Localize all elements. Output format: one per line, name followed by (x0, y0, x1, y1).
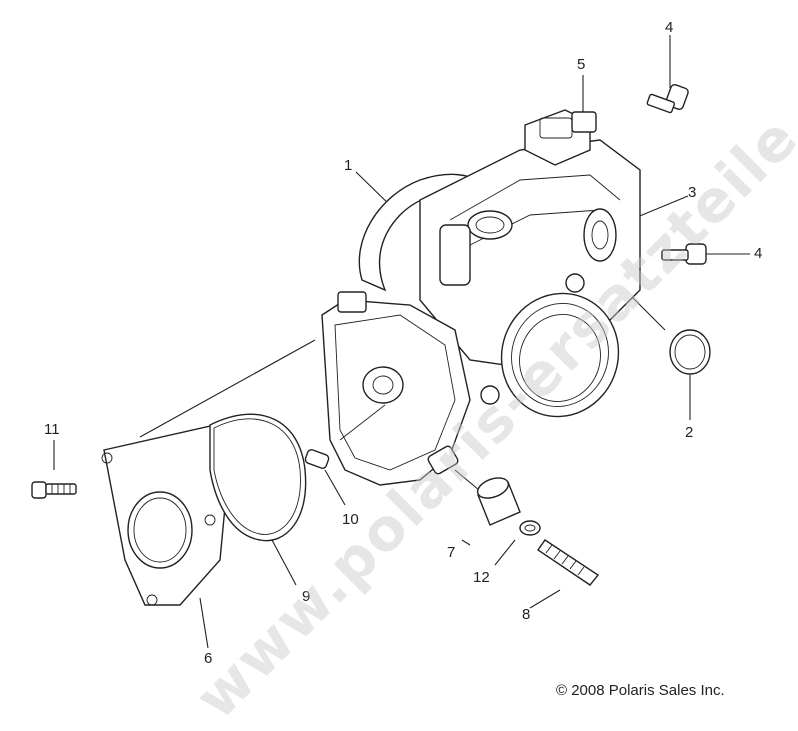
part-5-sensor (571, 111, 597, 133)
callout-8: 8 (522, 606, 531, 623)
callout-9: 9 (302, 588, 311, 605)
part-7-bushing (476, 477, 521, 526)
callout-6: 6 (204, 650, 213, 667)
intake-flange (480, 273, 620, 418)
callout-11: 11 (44, 421, 60, 438)
callout-7: 7 (447, 544, 456, 561)
callout-5: 5 (577, 56, 586, 73)
callout-2: 2 (685, 424, 694, 441)
callout-3: 3 (688, 184, 697, 201)
part-4-bolt-upper (646, 84, 689, 114)
part-10-dowel (304, 449, 330, 469)
callout-12: 12 (473, 569, 490, 586)
callout-1: 1 (344, 157, 353, 174)
part-12-washer (519, 520, 541, 536)
pump-housing (321, 291, 471, 486)
part-9-o-ring (209, 413, 307, 542)
part-11-bolt (31, 481, 77, 499)
part-2-o-ring (669, 329, 711, 375)
callout-10: 10 (342, 511, 359, 528)
part-8-screw (537, 539, 600, 586)
part-6-cover-plate (101, 424, 229, 606)
callout-4-right: 4 (754, 245, 763, 262)
callout-4-upper: 4 (665, 19, 674, 36)
copyright-notice: © 2008 Polaris Sales Inc. (556, 682, 725, 699)
part-4-bolt-right (661, 243, 707, 265)
